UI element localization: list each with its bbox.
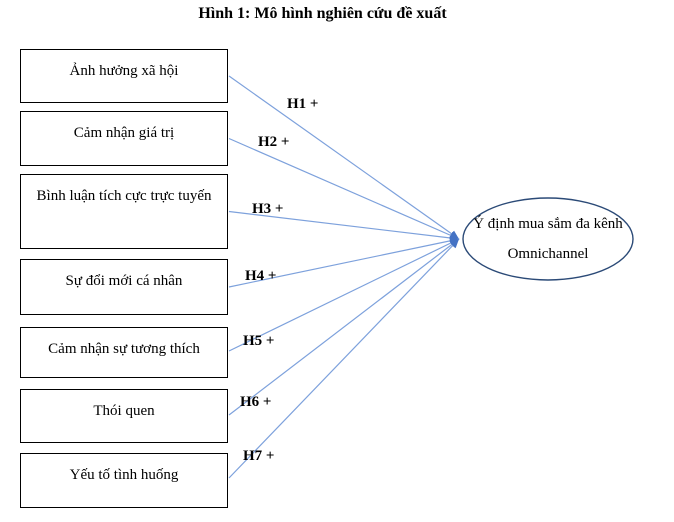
hypothesis-label-h5: H5 + — [243, 333, 275, 349]
factor-label: Thói quen — [93, 403, 155, 419]
connector-line-h4 — [228, 236, 460, 288]
factor-label: Ảnh hưởng xã hội — [69, 63, 179, 79]
connector-line-h1 — [228, 75, 460, 240]
hypothesis-label-h3: H3 + — [252, 201, 284, 217]
factor-box-situational-factors: Yếu tố tình huống — [20, 453, 228, 508]
connector-line-h7 — [228, 238, 460, 479]
factor-box-personal-innovation: Sự đổi mới cá nhân — [20, 259, 228, 315]
hypothesis-label-h2: H2 + — [258, 134, 290, 150]
factor-box-habit: Thói quen — [20, 389, 228, 443]
hypothesis-label-h7: H7 + — [243, 448, 275, 464]
factor-label: Cảm nhận sự tương thích — [48, 341, 200, 357]
figure-title: Hình 1: Mô hình nghiên cứu đề xuất — [198, 5, 447, 22]
outcome-ellipse — [462, 197, 634, 281]
factor-box-positive-reviews: Bình luận tích cực trực tuyến — [20, 174, 228, 249]
connector-line-h2 — [228, 137, 460, 240]
connector-line-h3 — [228, 210, 460, 242]
hypothesis-label-h1: H1 + — [287, 96, 319, 112]
hypothesis-label-h4: H4 + — [245, 268, 277, 284]
factor-label: Sự đổi mới cá nhân — [65, 273, 183, 289]
hypothesis-label-h6: H6 + — [240, 394, 272, 410]
connector-line-h6 — [228, 238, 460, 416]
factor-box-social-influence: Ảnh hưởng xã hội — [20, 49, 228, 103]
factor-box-perceived-value: Cảm nhận giá trị — [20, 111, 228, 166]
factor-label: Yếu tố tình huống — [69, 467, 179, 483]
factor-box-compatibility: Cảm nhận sự tương thích — [20, 327, 228, 378]
outcome-label: Ý định mua sắm đa kênh Omnichannel — [473, 216, 623, 262]
connector-line-h5 — [228, 238, 460, 352]
factor-label: Cảm nhận giá trị — [73, 125, 175, 141]
factor-label: Bình luận tích cực trực tuyến — [36, 188, 212, 204]
